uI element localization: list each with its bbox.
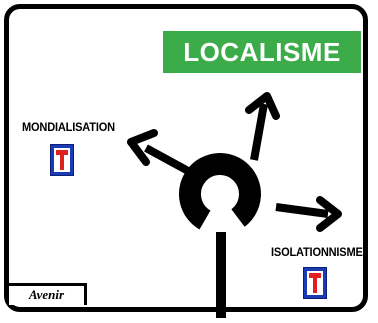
destination-right-label: ISOLATIONNISME bbox=[271, 245, 363, 259]
sign-title: LOCALISME bbox=[163, 31, 361, 73]
dead-end-road-icon bbox=[303, 267, 327, 299]
bottom-label: Avenir bbox=[9, 283, 87, 305]
destination-left-label: MONDIALISATION bbox=[22, 120, 115, 134]
exit-left-arrow-icon bbox=[127, 129, 158, 166]
exit-left-line bbox=[144, 144, 192, 176]
exit-top-arrow-icon bbox=[245, 92, 280, 120]
exit-right-line bbox=[275, 203, 329, 218]
exit-top-line bbox=[250, 103, 268, 161]
exit-right-arrow-icon bbox=[316, 196, 342, 232]
dead-end-road-icon bbox=[50, 144, 74, 176]
roundabout-ring bbox=[179, 153, 261, 230]
